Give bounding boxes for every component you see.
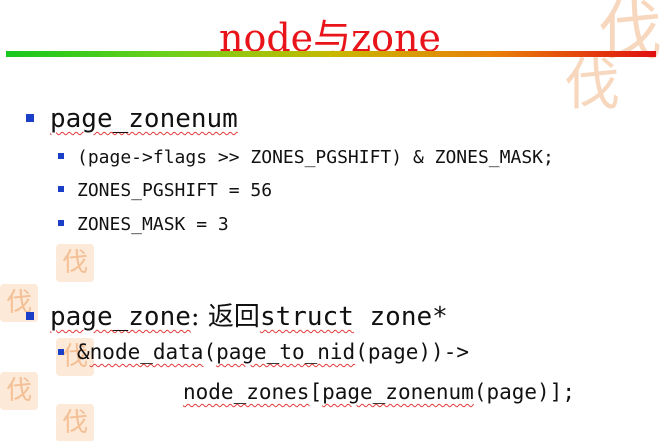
- bullet-marker: [26, 114, 34, 122]
- stamp-decoration-4: 伐: [0, 372, 38, 410]
- continuation-node-zones: node_zones[page_zonenum(page)];: [183, 380, 575, 404]
- bullet-text: page_zone: 返回struct zone*: [50, 296, 448, 333]
- bullet-text: (page->flags >> ZONES_PGSHIFT) & ZONES_M…: [77, 147, 554, 168]
- bullet-marker: [58, 349, 64, 355]
- bullet-marker: [26, 312, 34, 320]
- title-gradient-rule: [6, 51, 656, 57]
- sub-bullet-zones-pgshift: ZONES_PGSHIFT = 56: [58, 180, 272, 201]
- return-type: zone*: [353, 302, 448, 332]
- bullet-text: ZONES_PGSHIFT = 56: [77, 180, 273, 201]
- stamp-decoration-5: 伐: [56, 404, 94, 441]
- node-zones-ident: node_zones: [183, 380, 310, 404]
- separator: :: [190, 302, 208, 332]
- bullet-text: page_zonenum: [50, 104, 238, 134]
- bullet-text: ZONES_MASK = 3: [77, 214, 229, 235]
- bullet-marker: [58, 220, 64, 226]
- bullet-page-zonenum: page_zonenum: [26, 104, 238, 134]
- bullet-marker: [58, 153, 64, 159]
- func-name: page_zone: [50, 302, 191, 332]
- ampersand: &: [77, 340, 90, 364]
- calligraphy-decoration-right: 伐: [564, 53, 620, 118]
- bullet-page-zone: page_zone: 返回struct zone*: [26, 296, 448, 333]
- expression-tail: (page)];: [473, 380, 575, 404]
- returns-label: 返回: [207, 302, 260, 332]
- paren: (: [203, 340, 217, 364]
- sub-bullet-node-data-expression: &node_data(page_to_nid(page))->: [58, 340, 469, 364]
- page-zonenum-ident: page_zonenum: [322, 380, 474, 404]
- node-data-ident: node_data: [89, 340, 204, 364]
- sub-bullet-flags-expression: (page->flags >> ZONES_PGSHIFT) & ZONES_M…: [58, 147, 554, 168]
- bullet-text: &node_data(page_to_nid(page))->: [77, 340, 469, 364]
- bullet-marker: [58, 186, 64, 192]
- sub-bullet-zones-mask: ZONES_MASK = 3: [58, 214, 229, 235]
- stamp-decoration-1: 伐: [56, 244, 94, 282]
- page-to-nid-ident: page_to_nid: [216, 340, 356, 364]
- expression-tail: (page))->: [355, 340, 469, 364]
- bracket: [: [309, 380, 323, 404]
- struct-keyword: struct: [259, 302, 354, 332]
- stamp-decoration-3: 伐: [56, 338, 94, 376]
- continuation-text: node_zones[page_zonenum(page)];: [183, 380, 575, 404]
